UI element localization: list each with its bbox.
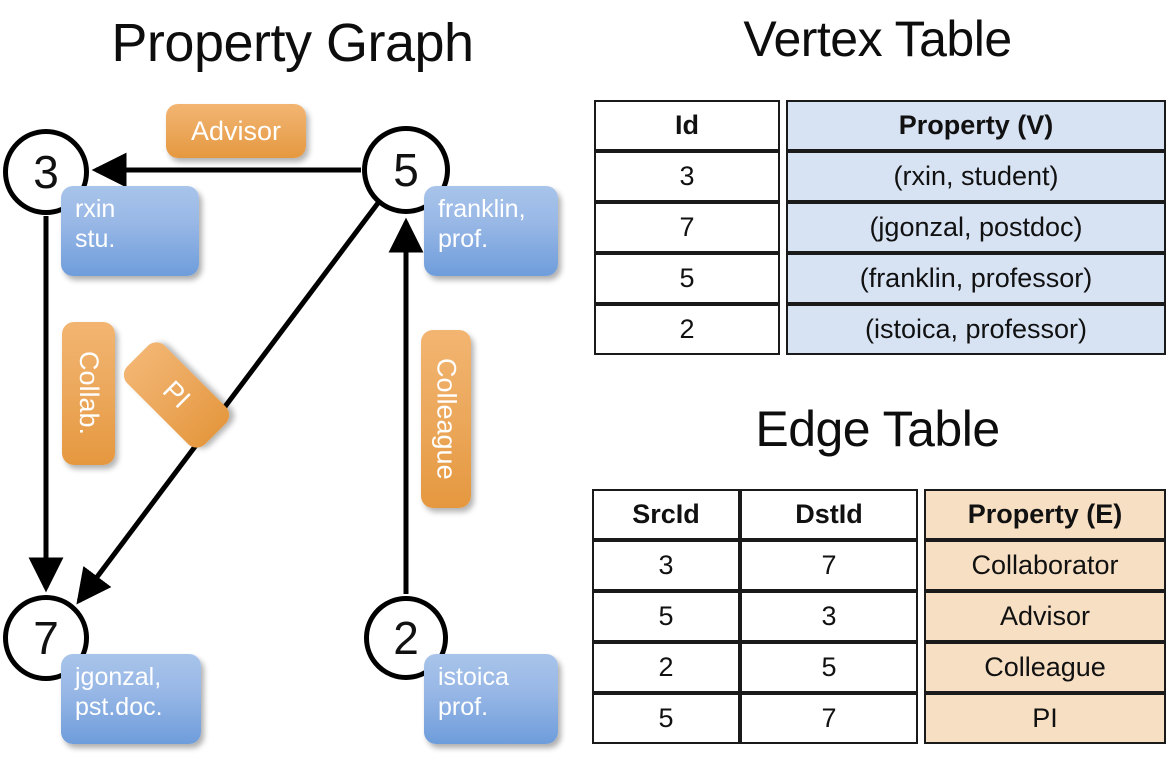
- vertex-cell-id: 5: [594, 253, 780, 304]
- vertex-table-column-gap: [780, 100, 786, 151]
- vertex-table-header-property: Property (V): [786, 100, 1166, 151]
- edge-label-advisor[interactable]: Advisor: [166, 104, 306, 158]
- edge-table-column-gap: [918, 693, 924, 744]
- table-row[interactable]: 2 5 Colleague: [592, 642, 1166, 693]
- vertex-property-box-5[interactable]: franklin, prof.: [424, 186, 558, 276]
- edge-cell-dstid: 5: [740, 642, 918, 693]
- edge-table: SrcId DstId Property (E) 3 7 Collaborato…: [592, 489, 1166, 744]
- table-row[interactable]: 5 3 Advisor: [592, 591, 1166, 642]
- vertex-cell-property: (istoica, professor): [786, 304, 1166, 355]
- vertex-table-column-gap: [780, 151, 786, 202]
- page-title-property-graph: Property Graph: [111, 13, 474, 73]
- table-row[interactable]: 3 (rxin, student): [594, 151, 1166, 202]
- edge-5-to-7: [76, 201, 380, 605]
- edge-label-collab[interactable]: Collab.: [62, 322, 115, 465]
- edge-cell-srcid: 5: [592, 693, 740, 744]
- vertex-cell-property: (jgonzal, postdoc): [786, 202, 1166, 253]
- vertex-cell-id: 3: [594, 151, 780, 202]
- vertex-property-box-2[interactable]: istoica prof.: [424, 654, 558, 744]
- edge-label-colleague-text: Colleague: [431, 358, 462, 480]
- edge-cell-property: Collaborator: [924, 540, 1166, 591]
- vertex-node-2-label: 2: [393, 612, 419, 664]
- table-row[interactable]: 5 (franklin, professor): [594, 253, 1166, 304]
- page-title-edge-table: Edge Table: [755, 401, 1000, 457]
- table-row[interactable]: 3 7 Collaborator: [592, 540, 1166, 591]
- edge-table-column-gap: [918, 489, 924, 540]
- edge-table-column-gap: [918, 591, 924, 642]
- edge-table-header-srcid: SrcId: [592, 489, 740, 540]
- edge-label-colleague[interactable]: Colleague: [421, 330, 471, 508]
- vertex-property-5-line2: prof.: [438, 224, 489, 253]
- vertex-node-5[interactable]: 5: [362, 126, 450, 214]
- vertex-cell-id: 7: [594, 202, 780, 253]
- vertex-node-3-label: 3: [33, 146, 59, 198]
- table-row[interactable]: 2 (istoica, professor): [594, 304, 1166, 355]
- vertex-table-column-gap: [780, 202, 786, 253]
- vertex-node-2[interactable]: 2: [364, 596, 448, 680]
- edge-cell-property: PI: [924, 693, 1166, 744]
- vertex-property-box-7[interactable]: jgonzal, pst.doc.: [61, 654, 201, 744]
- vertex-table-header-row: Id Property (V): [594, 100, 1166, 151]
- edge-label-pi-text: PI: [157, 375, 197, 415]
- edge-cell-dstid: 3: [740, 591, 918, 642]
- vertex-table-header-id: Id: [594, 100, 780, 151]
- vertex-property-7-line1: jgonzal,: [75, 663, 162, 691]
- edge-cell-srcid: 2: [592, 642, 740, 693]
- edge-table-column-gap: [918, 642, 924, 693]
- page-title-vertex-table: Vertex Table: [743, 11, 1012, 67]
- edge-table-header-property: Property (E): [924, 489, 1166, 540]
- vertex-property-2-line2: prof.: [438, 692, 489, 721]
- vertex-cell-property: (rxin, student): [786, 151, 1166, 202]
- table-row[interactable]: 7 (jgonzal, postdoc): [594, 202, 1166, 253]
- edge-cell-property: Advisor: [924, 591, 1166, 642]
- vertex-property-box-3[interactable]: rxin stu.: [61, 186, 199, 276]
- vertex-cell-property: (franklin, professor): [786, 253, 1166, 304]
- vertex-node-7-label: 7: [33, 612, 59, 664]
- vertex-node-5-label: 5: [393, 144, 419, 196]
- vertex-table-column-gap: [780, 304, 786, 355]
- vertex-property-2-line1: istoica: [438, 663, 509, 691]
- edge-table-header-row: SrcId DstId Property (E): [592, 489, 1166, 540]
- vertex-cell-id: 2: [594, 304, 780, 355]
- vertex-property-3-line1: rxin: [75, 195, 116, 223]
- vertex-property-3-line2: stu.: [75, 224, 116, 253]
- edge-cell-dstid: 7: [740, 693, 918, 744]
- vertex-table-column-gap: [780, 253, 786, 304]
- edge-cell-property: Colleague: [924, 642, 1166, 693]
- vertex-table: Id Property (V) 3 (rxin, student) 7 (jgo…: [594, 100, 1166, 355]
- table-row[interactable]: 5 7 PI: [592, 693, 1166, 744]
- vertex-property-7-line2: pst.doc.: [75, 692, 163, 721]
- graph-edges-layer: [28, 152, 424, 605]
- edge-table-column-gap: [918, 540, 924, 591]
- property-graph-diagram: 3 5 7 2 rxin stu. franklin, prof. jgonza…: [3, 104, 558, 744]
- vertex-property-5-line1: franklin,: [438, 195, 526, 223]
- edge-table-header-dstid: DstId: [740, 489, 918, 540]
- edge-cell-srcid: 3: [592, 540, 740, 591]
- edge-cell-srcid: 5: [592, 591, 740, 642]
- edge-label-collab-text: Collab.: [74, 351, 104, 436]
- edge-label-advisor-text: Advisor: [190, 115, 282, 146]
- edge-cell-dstid: 7: [740, 540, 918, 591]
